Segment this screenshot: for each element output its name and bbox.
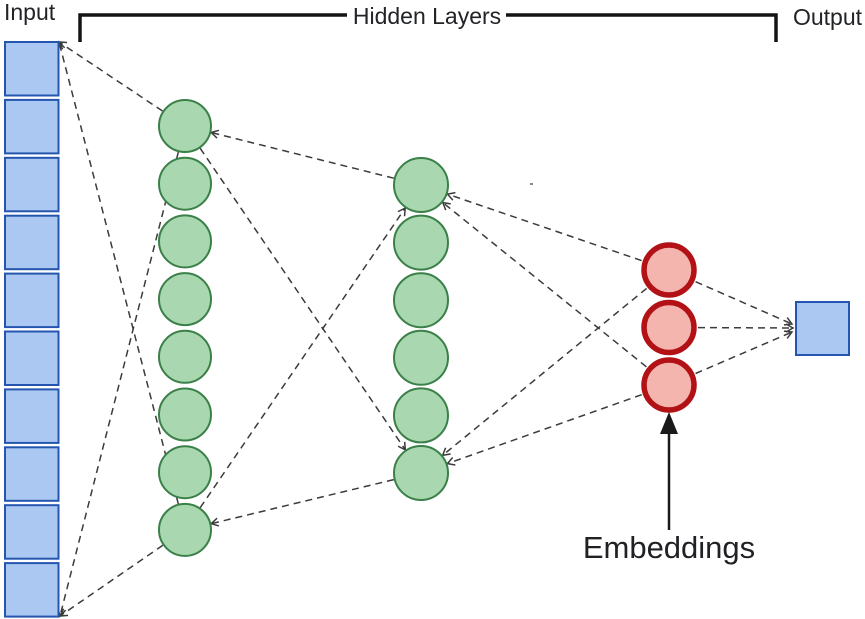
embeddings-label: Embeddings [583,530,755,565]
embeddings-annotation: Embeddings [583,412,755,565]
output-node [795,301,850,356]
input-label: Input [4,0,56,25]
input-node [4,504,60,560]
connections-group [56,40,795,618]
hidden2-node [393,214,449,271]
input-node [4,156,60,213]
input-node [4,388,60,444]
hidden1-node [158,156,212,211]
connection-h2Bot-h1Bot [209,478,394,527]
connection-h1Top-inBot [57,152,180,618]
input-node [4,214,60,271]
hidden1-node [158,502,212,557]
connection-eBot-h2Top [441,201,647,368]
hidden2-node [393,272,449,329]
stray-mark [530,183,533,185]
input-node [4,330,60,386]
connection-eTop-h2Top [446,191,642,262]
hidden1-node [158,445,212,500]
hidden-layers-bracket [78,13,778,42]
connection-h1Top-inTop [57,41,163,112]
connection-h1Bot-h2Top [199,206,407,509]
embeddings-node [641,299,697,356]
hidden2-node [393,329,449,386]
input-node [4,98,60,155]
hidden1-node [158,329,212,384]
input-node [4,272,60,329]
connection-h1Bot-inTop [56,40,180,505]
hidden-layers-label: Hidden Layers [353,3,501,29]
connection-h1Bot-inBot [58,544,164,617]
connection-h2Top-h1Top [209,129,394,179]
connection-h1Top-h2Bot [199,147,407,452]
connection-eBot-outB [695,330,794,375]
hidden1-node [158,272,212,327]
input-node [4,41,60,97]
connection-eBot-h2Bot [445,393,642,466]
hidden2-node [393,157,449,213]
nodes-group [4,41,850,618]
embeddings-node [641,357,697,413]
input-node [4,446,60,502]
hidden2-node [393,445,449,501]
embeddings-node [641,242,697,298]
hidden1-node [158,99,212,153]
input-node [4,562,60,618]
hidden1-node [158,214,212,269]
embeddings-pointer-arrowhead [660,412,678,434]
connection-eTop-h2Bot [441,287,648,457]
output-label: Output [793,4,863,30]
hidden2-node [393,387,449,444]
hidden1-node [158,387,212,442]
connection-eTop-outT [695,281,794,326]
